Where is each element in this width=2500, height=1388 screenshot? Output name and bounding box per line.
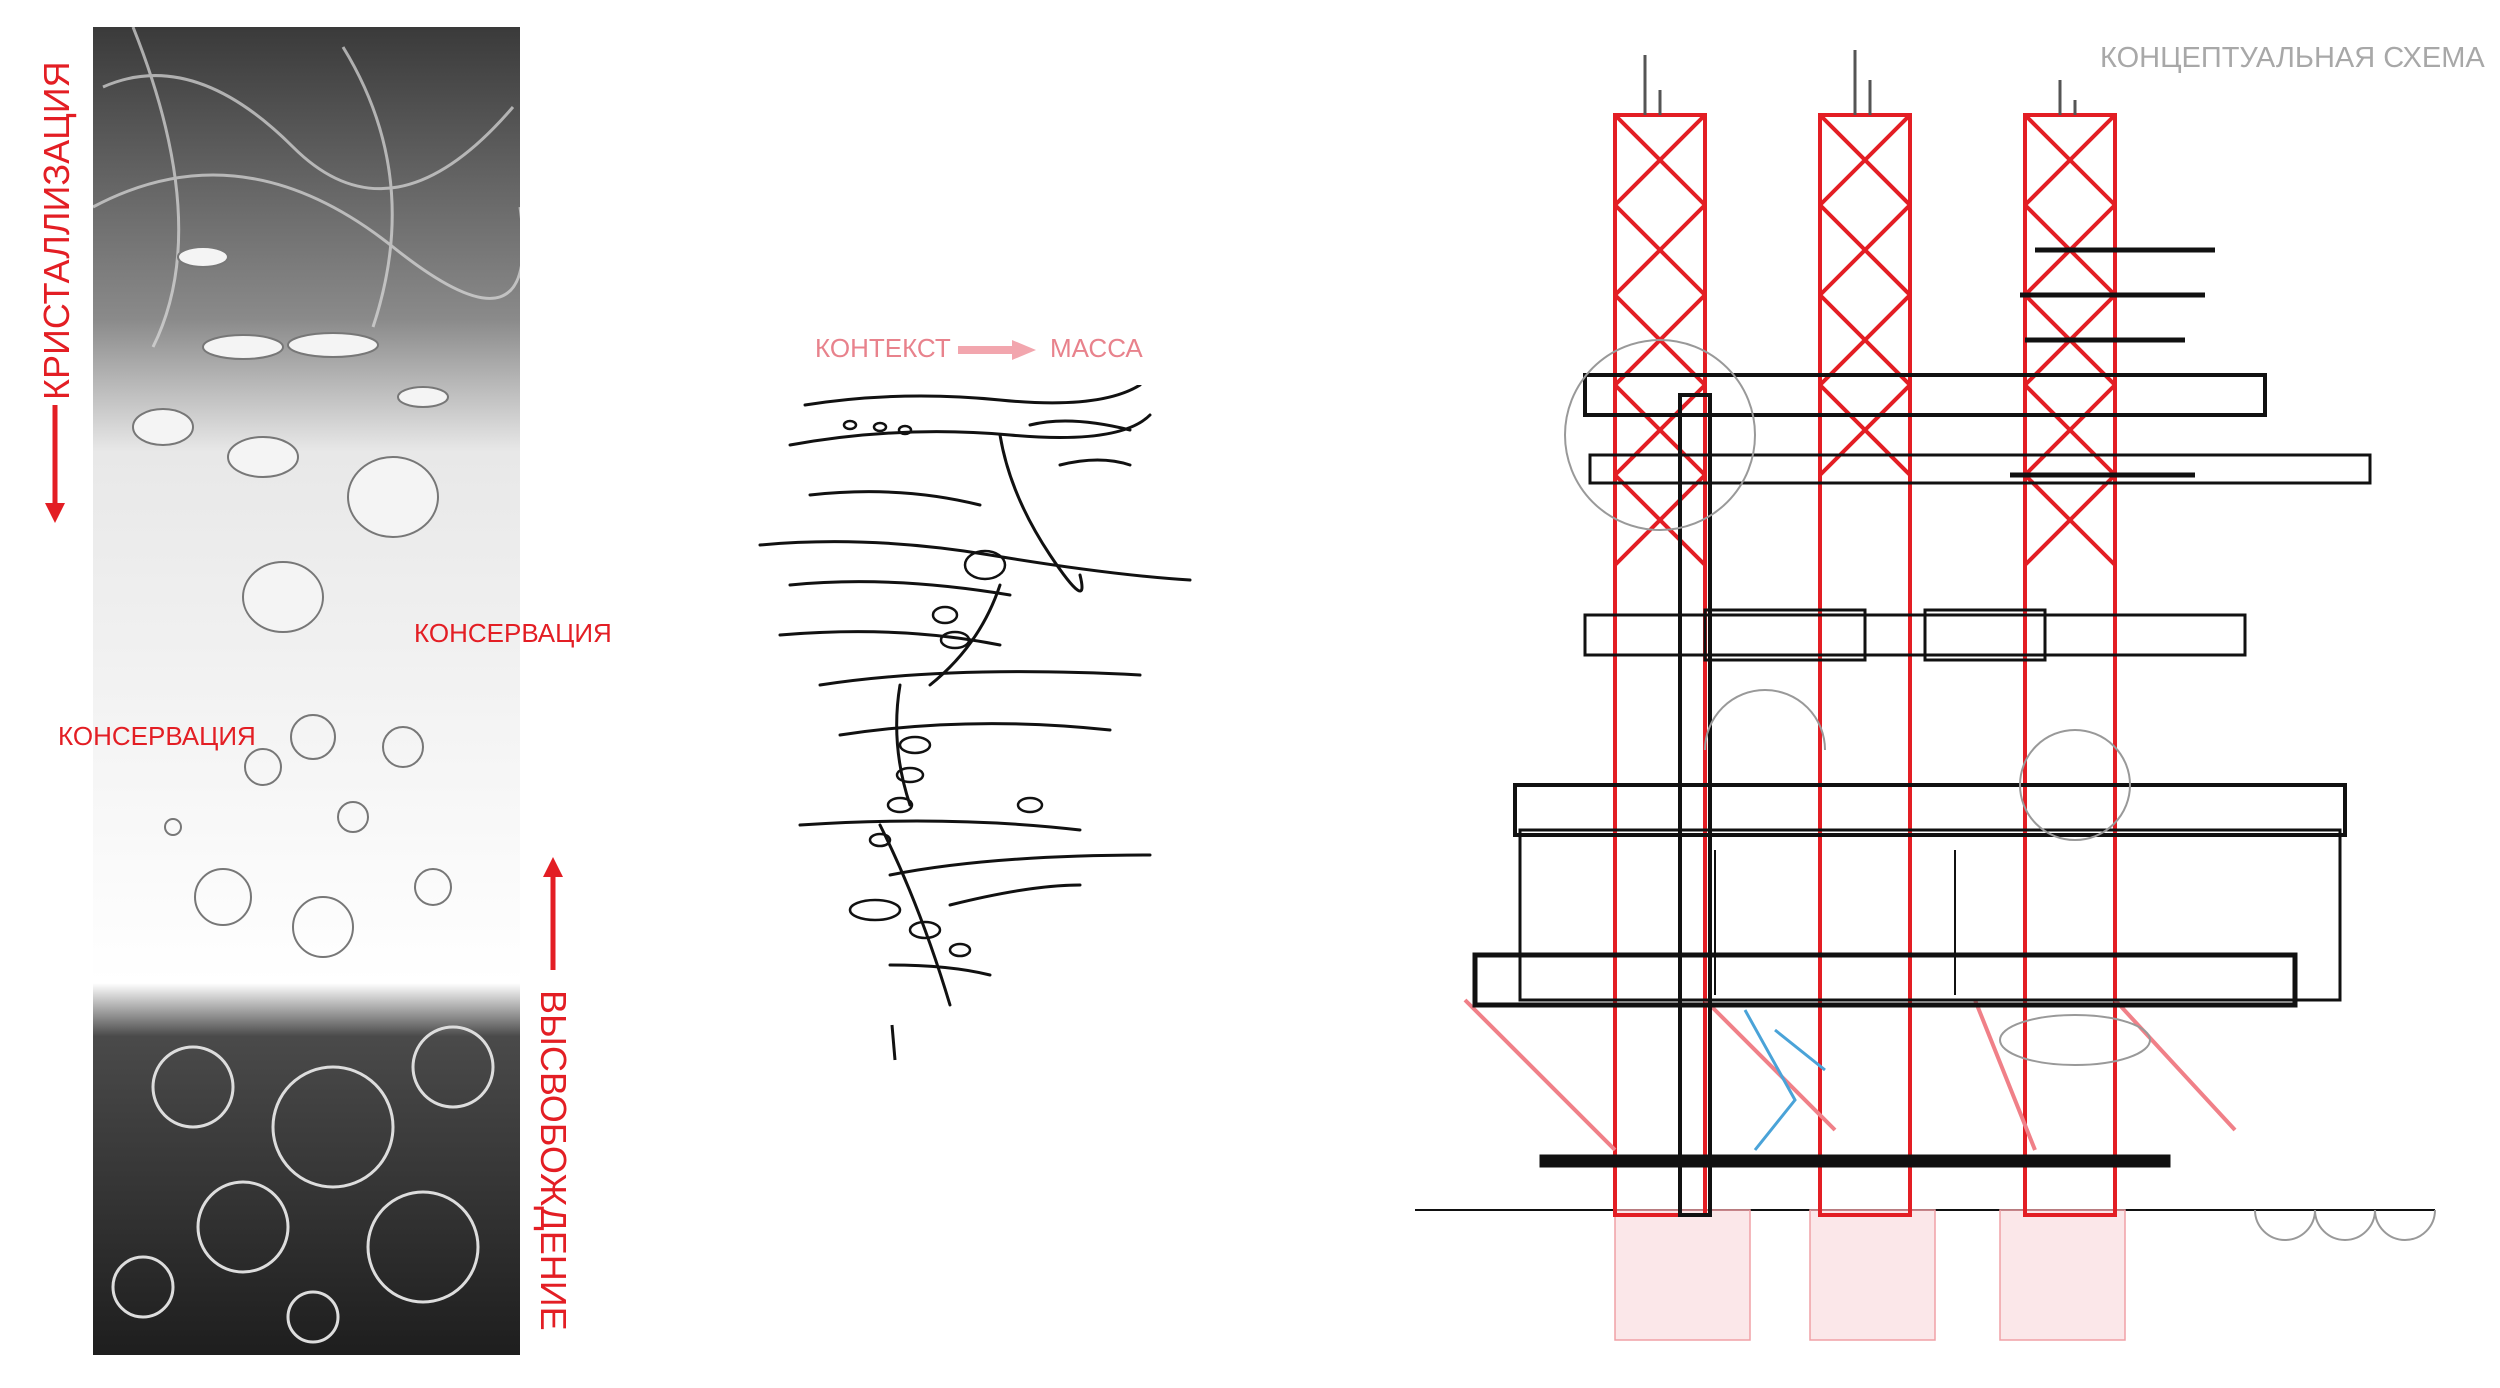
page-title: КОНЦЕПТУАЛЬНАЯ СХЕМА [2100,42,2485,74]
platform-concept-drawing [1415,50,2436,1341]
liberation-label: ВЫСВОБОЖДЕНИЕ [533,990,574,1331]
conservation-label-right: КОНСЕРВАЦИЯ [414,618,612,648]
crystallization-label: КРИСТАЛЛИЗАЦИЯ [36,61,77,400]
tower-left [1613,113,1707,1217]
context-sketch [758,385,1192,1061]
context-label: КОНТЕКСТ [815,333,951,363]
arrow-up-icon [543,857,563,970]
mass-label: МАССА [1050,333,1143,363]
ice-bubbles-photo [93,27,520,1355]
arrow-down-icon [45,405,65,523]
conservation-label-left: КОНСЕРВАЦИЯ [58,721,256,751]
arrow-right-icon [958,340,1036,360]
